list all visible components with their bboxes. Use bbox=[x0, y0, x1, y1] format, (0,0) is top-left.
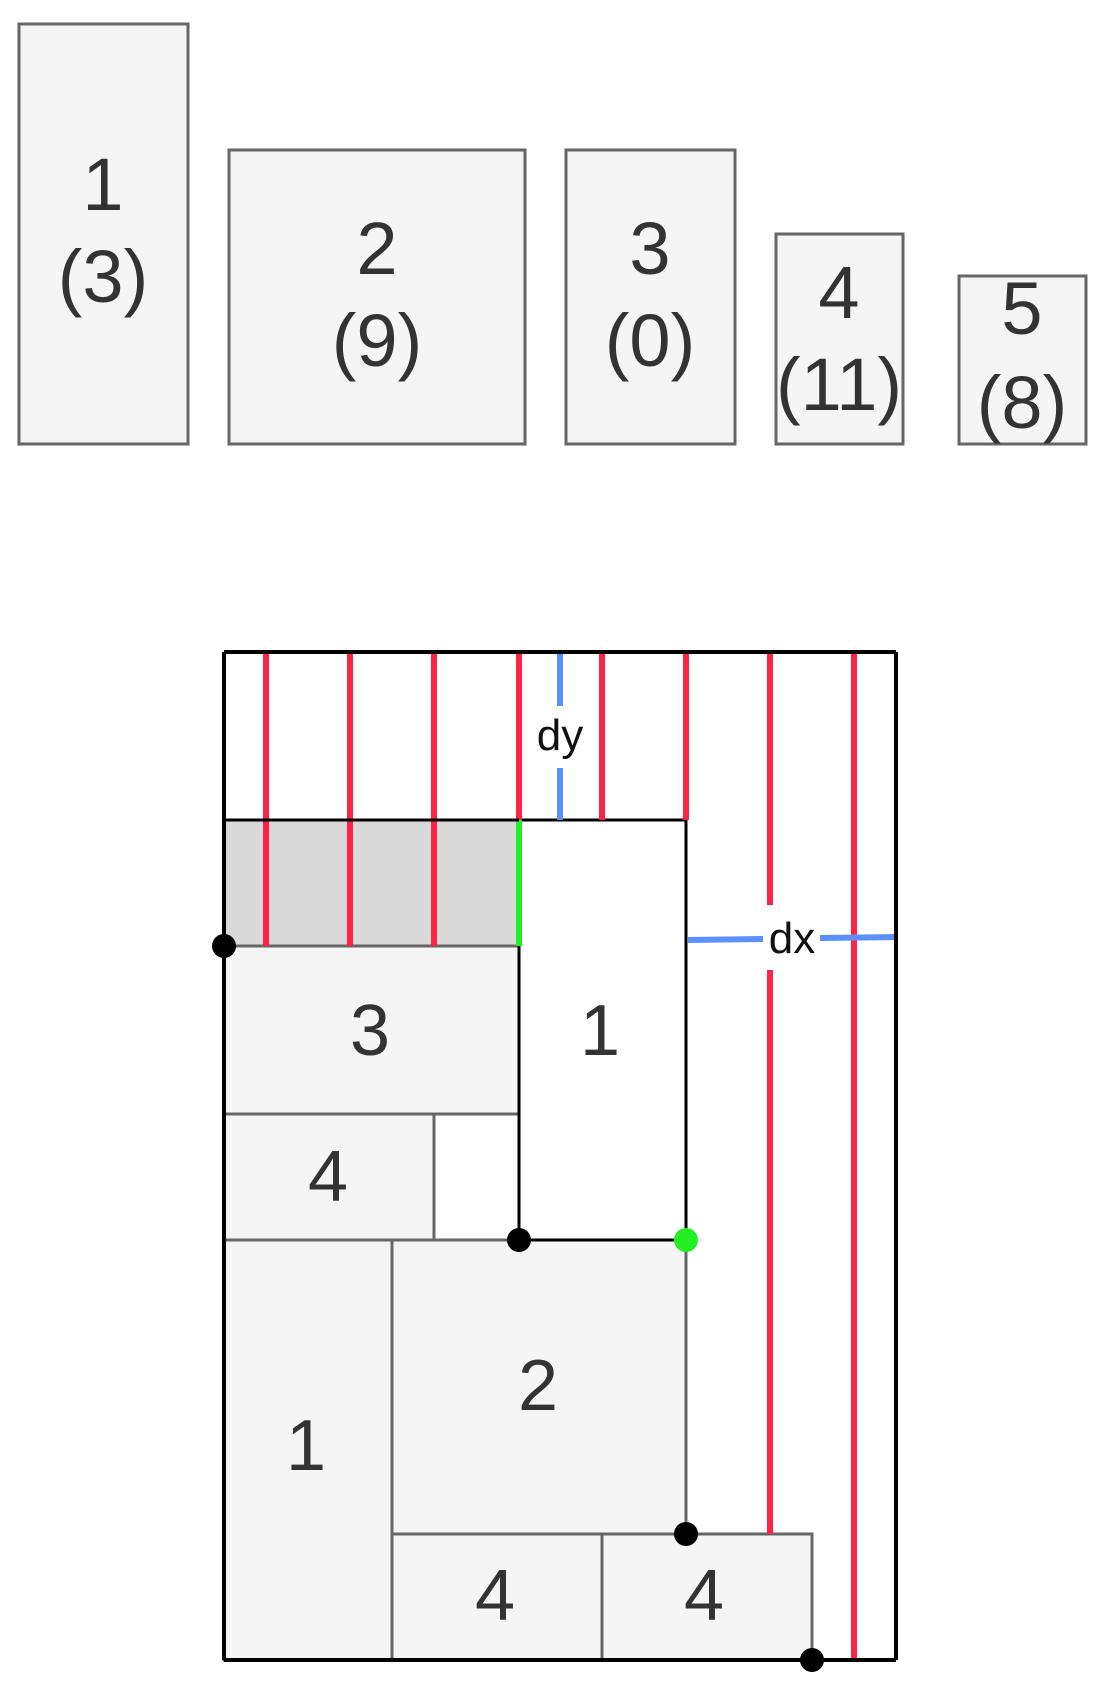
item-2-count: (9) bbox=[332, 299, 422, 382]
placed-rect-4-bottom-left-label: 4 bbox=[475, 1556, 515, 1636]
corner-point bbox=[507, 1228, 531, 1252]
item-1-count: (3) bbox=[58, 235, 148, 318]
candidate-rect-1: 1 bbox=[517, 818, 688, 1242]
item-3: 3 (0) bbox=[564, 148, 737, 446]
placed-rect-4-top-label: 4 bbox=[308, 1137, 348, 1217]
placed-rect-4-bottom-right: 4 bbox=[600, 1532, 814, 1662]
placed-rect-2-label: 2 bbox=[518, 1346, 558, 1426]
dy-indicator: dy bbox=[537, 652, 583, 820]
corner-point bbox=[212, 934, 236, 958]
item-1-id: 1 bbox=[82, 143, 123, 226]
candidate-rect-1-label: 1 bbox=[580, 991, 620, 1071]
corner-point-selected bbox=[674, 1228, 698, 1252]
item-4-id: 4 bbox=[818, 251, 859, 334]
red-lines-right bbox=[767, 652, 857, 1660]
placed-rect-3-label: 3 bbox=[350, 991, 390, 1071]
dx-label: dx bbox=[769, 914, 815, 963]
placed-rect-4-bottom-right-label: 4 bbox=[684, 1556, 724, 1636]
placed-rect-1-label: 1 bbox=[286, 1406, 326, 1486]
dx-indicator: dx bbox=[687, 914, 897, 963]
item-5: 5 (8) bbox=[957, 267, 1088, 446]
item-2: 2 (9) bbox=[227, 148, 527, 446]
placed-rect-1: 1 bbox=[222, 1238, 394, 1662]
item-4: 4 (11) bbox=[774, 232, 905, 446]
item-2-id: 2 bbox=[356, 207, 397, 290]
item-list: 1 (3) 2 (9) 3 (0) 4 (11) 5 (8) bbox=[17, 22, 1088, 446]
item-3-id: 3 bbox=[629, 207, 670, 290]
corner-point bbox=[800, 1648, 824, 1672]
item-5-count: (8) bbox=[977, 361, 1067, 444]
placed-rect-4-bottom-left: 4 bbox=[390, 1532, 604, 1662]
item-5-id: 5 bbox=[1001, 267, 1042, 350]
packing-container: 3 4 1 2 4 4 1 bbox=[212, 650, 898, 1672]
shaded-region bbox=[224, 820, 519, 946]
corner-point bbox=[674, 1522, 698, 1546]
item-3-count: (0) bbox=[605, 299, 695, 382]
placed-rect-2: 2 bbox=[390, 1238, 688, 1536]
placed-rect-3: 3 bbox=[222, 944, 521, 1116]
corner-points bbox=[212, 934, 824, 1672]
item-1: 1 (3) bbox=[17, 22, 190, 446]
item-4-count: (11) bbox=[776, 343, 902, 426]
placed-rect-4-top: 4 bbox=[222, 1112, 436, 1242]
dy-label: dy bbox=[537, 711, 583, 760]
red-lines-top bbox=[263, 652, 689, 946]
